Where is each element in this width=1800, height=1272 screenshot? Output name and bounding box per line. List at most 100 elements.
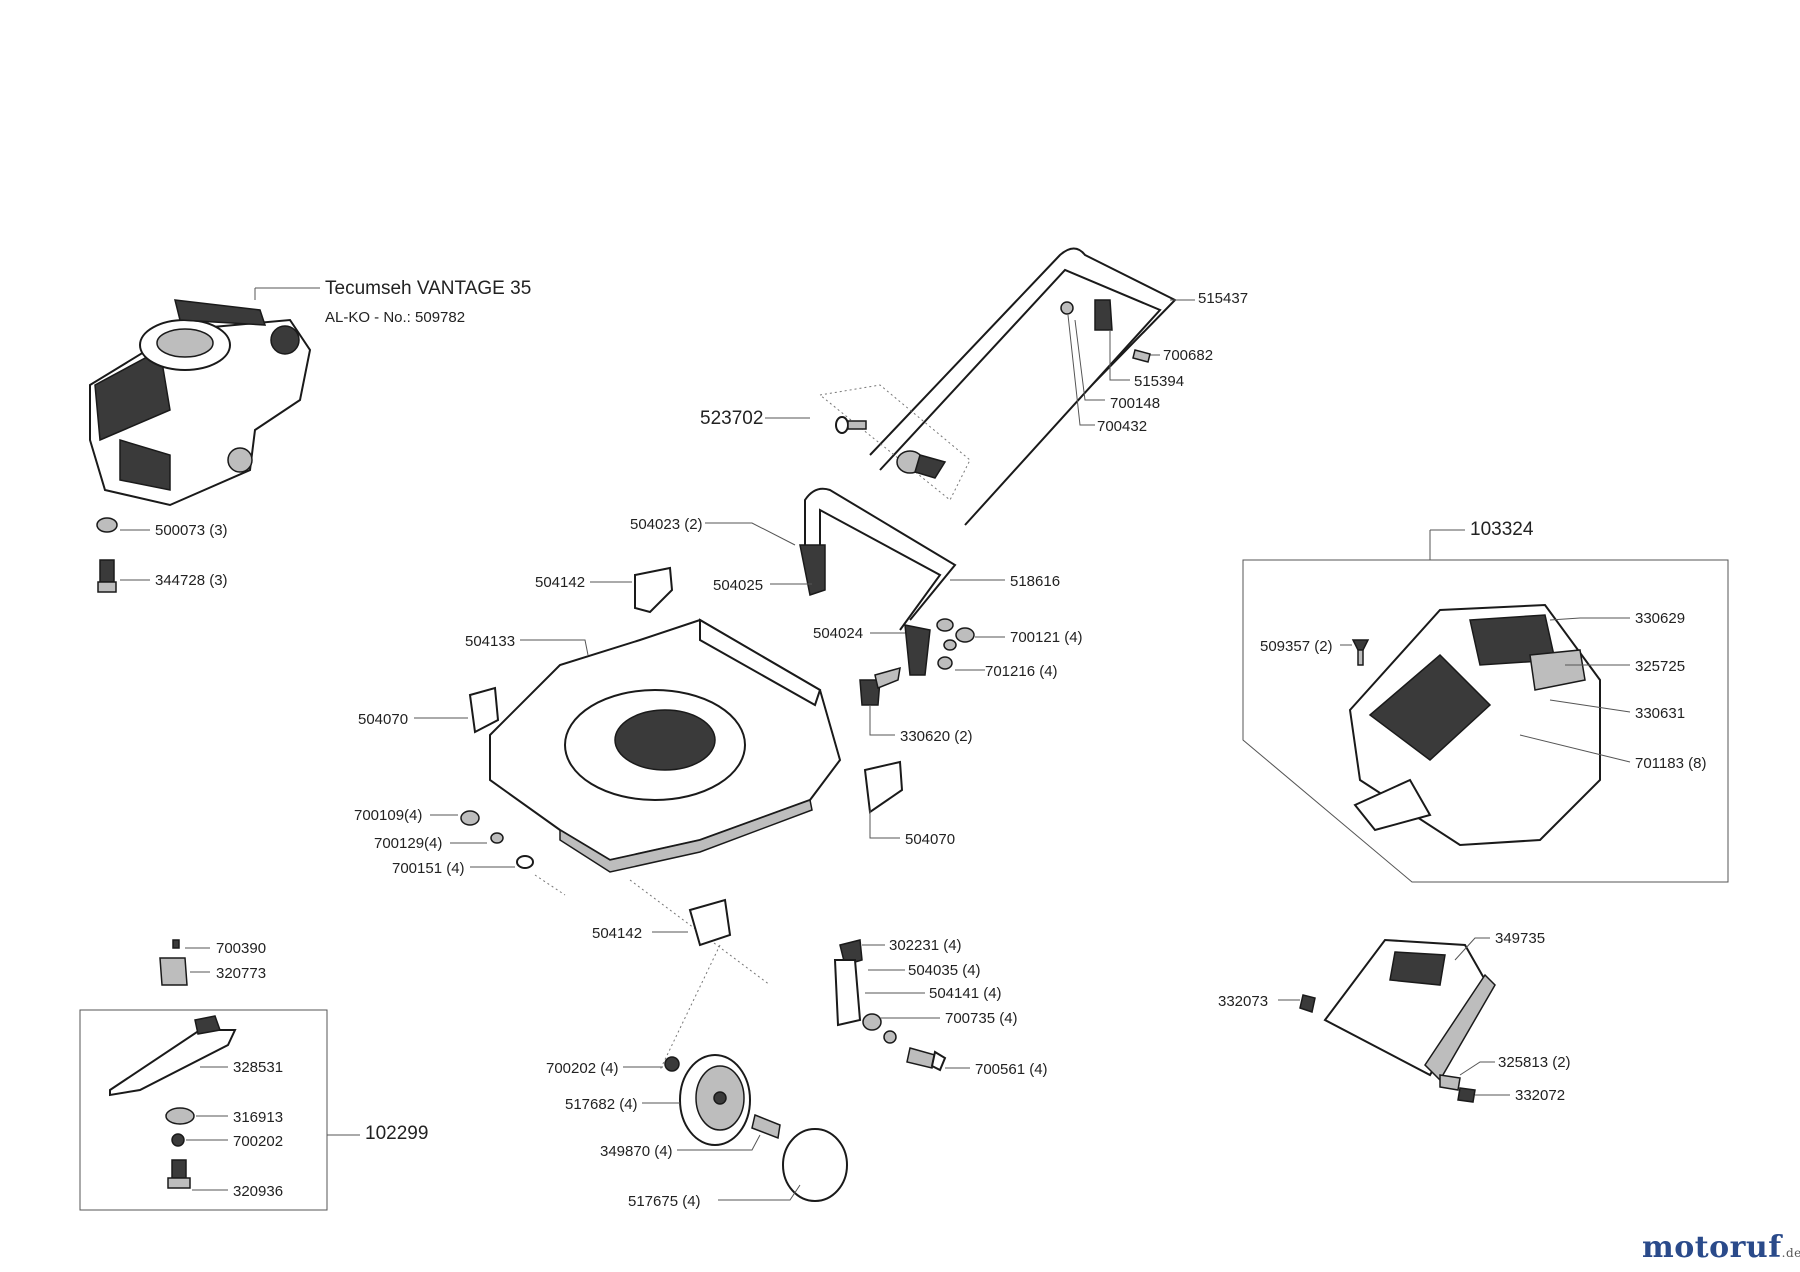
part-label-504142a[interactable]: 504142	[535, 574, 586, 591]
bolt-700682-drawing	[1132, 349, 1151, 363]
screw-509357-drawing	[1351, 639, 1370, 666]
part-label-700109[interactable]: 700109(4)	[354, 807, 423, 824]
bracket-504070a-drawing	[468, 686, 500, 734]
part-label-700202b[interactable]: 700202	[233, 1133, 284, 1150]
leader-700148	[1074, 319, 1105, 401]
part-label-325813[interactable]: 325813 (2)	[1498, 1054, 1571, 1071]
part-label-320936[interactable]: 320936	[233, 1183, 284, 1200]
height-adjuster-drawing	[833, 939, 947, 1072]
part-label-517675[interactable]: 517675 (4)	[628, 1193, 701, 1210]
leader-330629	[1549, 617, 1630, 621]
engine-drawing	[89, 287, 320, 507]
part-label-509357[interactable]: 509357 (2)	[1260, 638, 1333, 655]
blade-drawing	[109, 1015, 237, 1097]
pin-332073-drawing	[1299, 994, 1316, 1013]
part-label-700151[interactable]: 700151 (4)	[392, 860, 465, 877]
lower-handle-drawing	[799, 487, 957, 676]
part-label-320773[interactable]: 320773	[216, 965, 267, 982]
part-label-325725[interactable]: 325725	[1635, 658, 1686, 675]
washers-700121-drawing	[936, 618, 975, 670]
bracket-504142a-drawing	[634, 566, 674, 614]
part-label-523702[interactable]: 523702	[700, 408, 764, 429]
part-label-701183[interactable]: 701183 (8)	[1635, 755, 1707, 772]
part-label-504133[interactable]: 504133	[465, 633, 516, 650]
leader-504133	[520, 639, 589, 656]
group-102299-box	[79, 1009, 328, 1211]
part-label-332072[interactable]: 332072	[1515, 1087, 1566, 1104]
engine-subtitle: AL-KO - No.: 509782	[325, 309, 466, 326]
nut-500073-drawing	[96, 517, 150, 533]
leader-103324	[1429, 529, 1465, 560]
leader-700432	[1067, 314, 1095, 426]
engine-title: Tecumseh VANTAGE 35	[325, 278, 532, 299]
part-label-504023[interactable]: 504023 (2)	[630, 516, 703, 533]
part-label-103324[interactable]: 103324	[1470, 519, 1534, 540]
part-label-504142b[interactable]: 504142	[592, 925, 643, 942]
bolt-344728-drawing	[97, 559, 150, 593]
leader-504023	[705, 522, 796, 546]
part-label-700432[interactable]: 700432	[1097, 418, 1148, 435]
watermark-tld: .de	[1781, 1246, 1800, 1260]
part-label-504025[interactable]: 504025	[713, 577, 764, 594]
part-label-504141[interactable]: 504141 (4)	[929, 985, 1002, 1002]
upper-handle-drawing	[869, 247, 1190, 526]
part-label-700561[interactable]: 700561 (4)	[975, 1061, 1048, 1078]
part-label-349735[interactable]: 349735	[1495, 930, 1546, 947]
part-label-349870[interactable]: 349870 (4)	[600, 1143, 673, 1160]
rear-flap-drawing	[1323, 938, 1496, 1082]
leader-701183	[1519, 734, 1631, 763]
part-label-330629[interactable]: 330629	[1635, 610, 1686, 627]
bracket-330620-drawing	[859, 666, 901, 706]
part-label-700682[interactable]: 700682	[1163, 347, 1214, 364]
part-label-332073[interactable]: 332073	[1218, 993, 1269, 1010]
bracket-504070b-drawing	[863, 760, 904, 814]
washer-700202b-drawing	[171, 1133, 185, 1147]
dash-deck-wheel	[534, 874, 771, 1071]
leader-515394	[1109, 330, 1130, 381]
bolt-320936-drawing	[167, 1159, 191, 1189]
bracket-504142b-drawing	[688, 898, 732, 947]
part-label-504070b[interactable]: 504070	[905, 831, 956, 848]
part-label-515394[interactable]: 515394	[1134, 373, 1185, 390]
part-label-700129[interactable]: 700129(4)	[374, 835, 443, 852]
leader-325813	[1459, 1061, 1495, 1076]
adapter-320773-drawing	[159, 939, 188, 986]
part-label-344728[interactable]: 344728 (3)	[155, 572, 228, 589]
part-label-700148[interactable]: 700148	[1110, 395, 1161, 412]
part-label-700390[interactable]: 700390	[216, 940, 267, 957]
part-label-500073[interactable]: 500073 (3)	[155, 522, 228, 539]
part-label-700735[interactable]: 700735 (4)	[945, 1010, 1018, 1027]
part-label-518616[interactable]: 518616	[1010, 573, 1061, 590]
motoruf-watermark-logo: motoruf.de	[1642, 1230, 1800, 1265]
washer-316913-drawing	[165, 1107, 195, 1125]
leader-330620	[869, 705, 895, 736]
part-label-700121[interactable]: 700121 (4)	[1010, 629, 1083, 646]
part-label-330620[interactable]: 330620 (2)	[900, 728, 973, 745]
part-label-517682[interactable]: 517682 (4)	[565, 1096, 638, 1113]
part-label-302231[interactable]: 302231 (4)	[889, 937, 962, 954]
grass-catcher-drawing	[1348, 603, 1601, 847]
leader-349735	[1454, 937, 1490, 961]
watermark-brand: motoruf	[1642, 1230, 1782, 1265]
group-523702-box	[818, 384, 971, 501]
leader-330631	[1549, 699, 1631, 713]
knob-523702-drawing	[835, 416, 947, 479]
wheel-drawing	[664, 1054, 848, 1202]
part-label-504035[interactable]: 504035 (4)	[908, 962, 981, 979]
leader-349870	[677, 1134, 761, 1151]
part-label-328531[interactable]: 328531	[233, 1059, 284, 1076]
part-label-102299[interactable]: 102299	[365, 1123, 429, 1144]
part-label-515437[interactable]: 515437	[1198, 290, 1249, 307]
group-103324-box	[1242, 559, 1729, 883]
part-label-701216[interactable]: 701216 (4)	[985, 663, 1058, 680]
part-label-316913[interactable]: 316913	[233, 1109, 284, 1126]
spring-325813-drawing	[1439, 1074, 1476, 1103]
leader-504070b	[869, 810, 900, 839]
part-label-700202a[interactable]: 700202 (4)	[546, 1060, 619, 1077]
part-label-330631[interactable]: 330631	[1635, 705, 1686, 722]
nuts-700109-drawing	[460, 810, 534, 869]
part-label-504070a[interactable]: 504070	[358, 711, 409, 728]
part-label-504024[interactable]: 504024	[813, 625, 864, 642]
